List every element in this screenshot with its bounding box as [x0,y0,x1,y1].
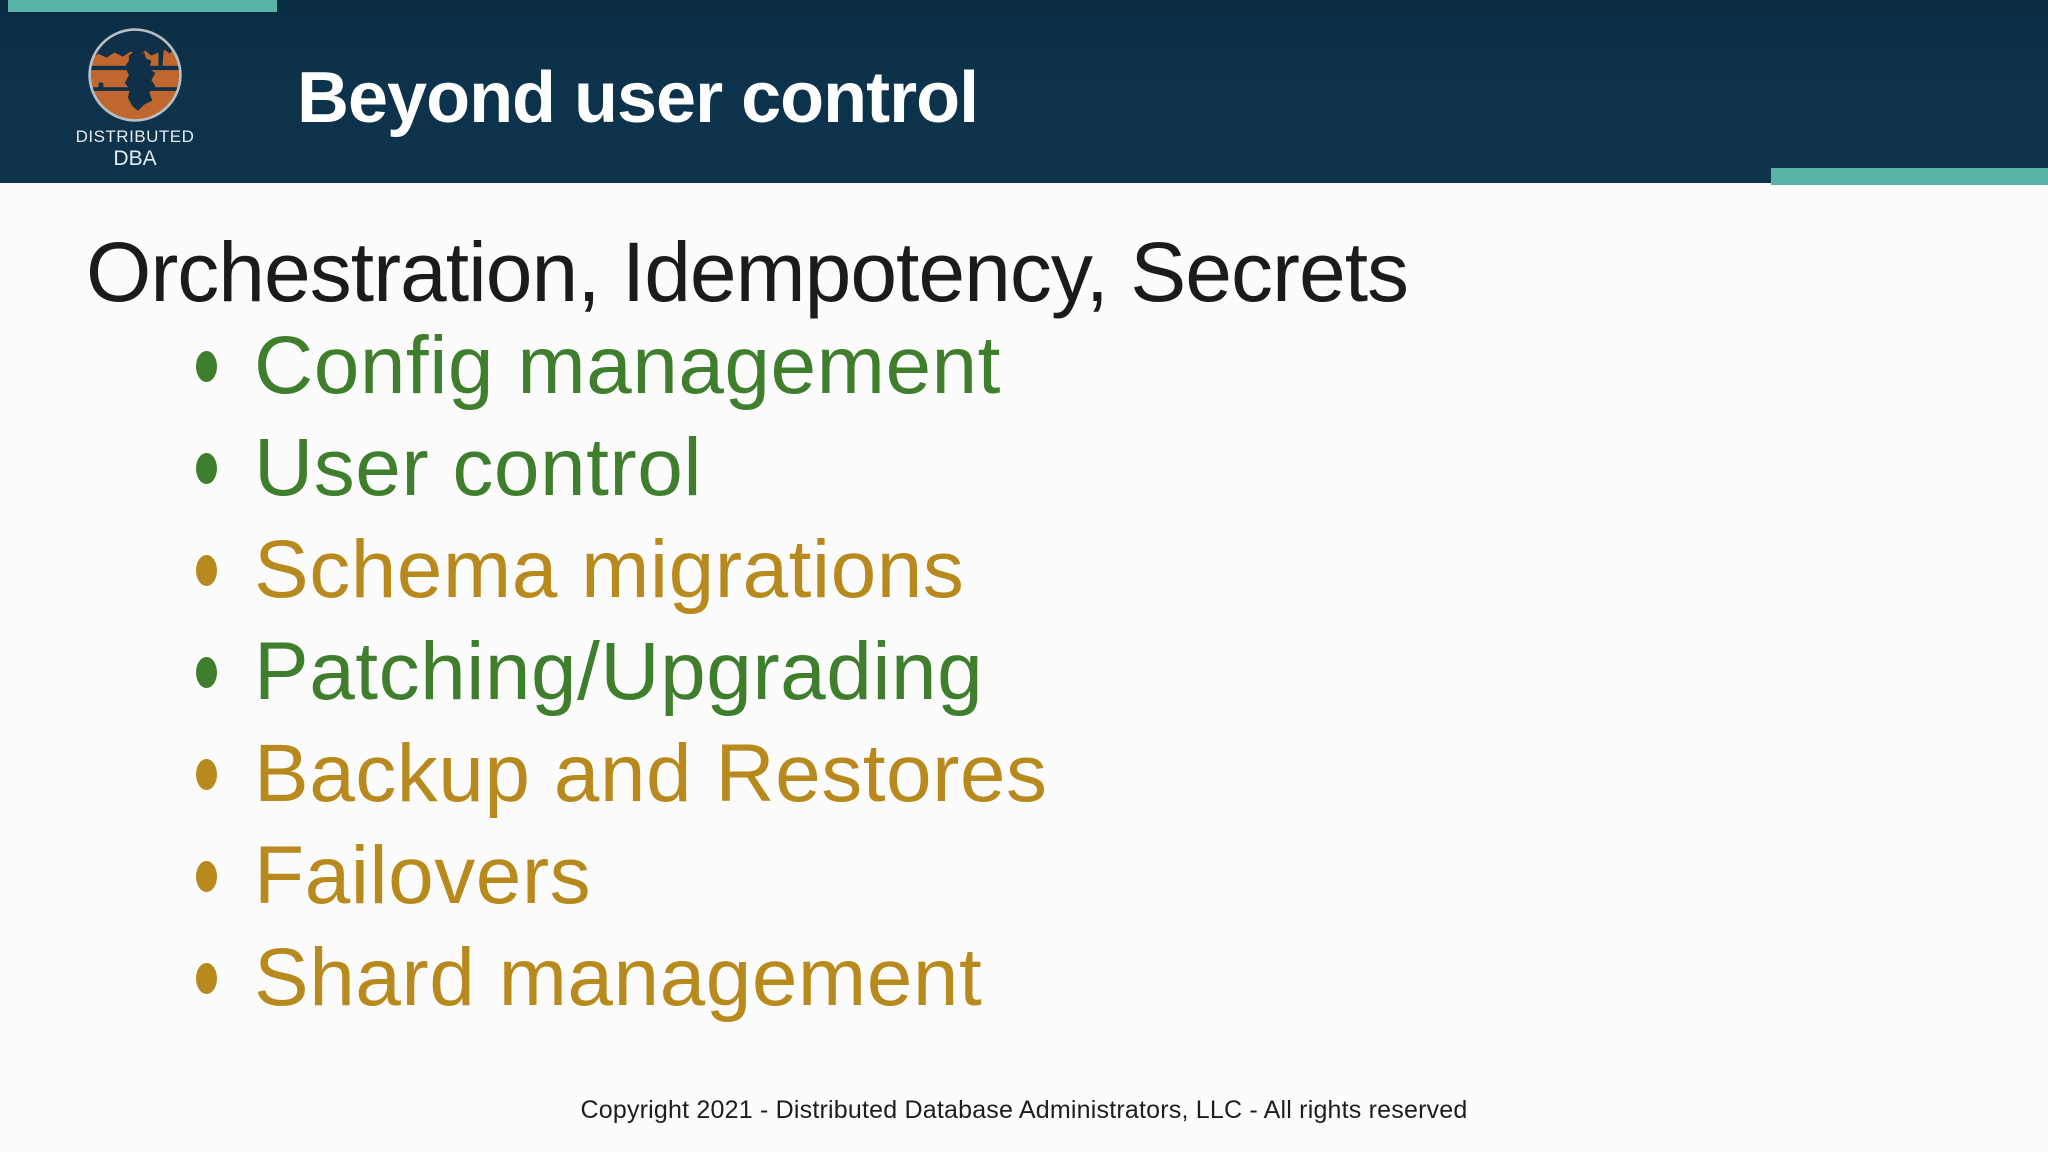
header-bar [0,0,2048,183]
bullet-dot-icon [196,860,217,892]
bullet-dot-icon [196,350,217,382]
list-item: User control [196,417,1048,519]
list-item: Schema migrations [196,519,1048,621]
bullet-dot-icon [196,656,217,688]
list-item: Config management [196,315,1048,417]
list-item: Shard management [196,927,1048,1029]
logo: DISTRIBUTED DBA [35,24,235,170]
list-item: Backup and Restores [196,723,1048,825]
top-accent-bar [8,0,277,12]
bullet-dot-icon [196,758,217,790]
bullet-dot-icon [196,452,217,484]
list-item: Patching/Upgrading [196,621,1048,723]
footer: Copyright 2021 - Distributed Database Ad… [0,1096,2048,1125]
slide-title: Beyond user control [297,58,979,138]
logo-text-distributed: DISTRIBUTED [75,127,195,146]
copyright-text: Copyright 2021 - Distributed Database Ad… [580,1096,1468,1124]
bullet-dot-icon [196,554,217,586]
logo-text-dba: DBA [113,147,157,170]
bullet-label: Patching/Upgrading [254,626,984,717]
bullet-label: Failovers [254,830,592,921]
list-item: Failovers [196,825,1048,927]
distributed-dba-map-icon [88,28,182,122]
bullet-label: Shard management [254,932,983,1023]
content-heading: Orchestration, Idempotency, Secrets [86,225,1409,319]
header-accent-bar-right [1771,168,2048,185]
bullet-label: Config management [254,320,1001,411]
bullet-label: Backup and Restores [254,728,1048,819]
bullet-label: Schema migrations [254,524,965,615]
bullet-dot-icon [196,962,217,994]
bullet-label: User control [254,422,703,513]
bullet-list: Config management User control Schema mi… [196,315,1048,1029]
